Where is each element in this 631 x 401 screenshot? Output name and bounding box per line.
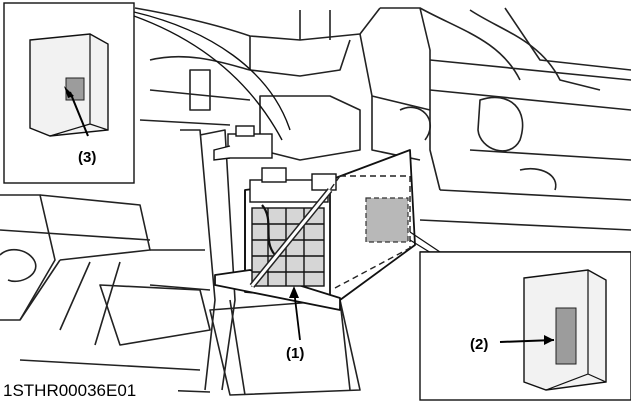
- inset-label-3: [3, 2, 135, 184]
- inset-label-2: [409, 231, 631, 401]
- battery: [249, 167, 337, 288]
- callout-1: (1): [286, 345, 304, 362]
- arrowhead-1: [289, 286, 299, 298]
- leader-line-3b: [133, 15, 283, 141]
- label-2-location: [365, 197, 409, 243]
- callout-2: (2): [470, 336, 488, 353]
- callout-3: (3): [78, 149, 96, 166]
- figure-code-bg: [0, 376, 178, 401]
- relay-assembly: [213, 125, 273, 161]
- leader-line-3: [133, 11, 291, 131]
- figure-code: 1STHR00036E01: [3, 381, 136, 400]
- machine-linework: [0, 7, 631, 396]
- leader-line-1: [293, 289, 301, 341]
- hidden-label-region: [329, 175, 411, 289]
